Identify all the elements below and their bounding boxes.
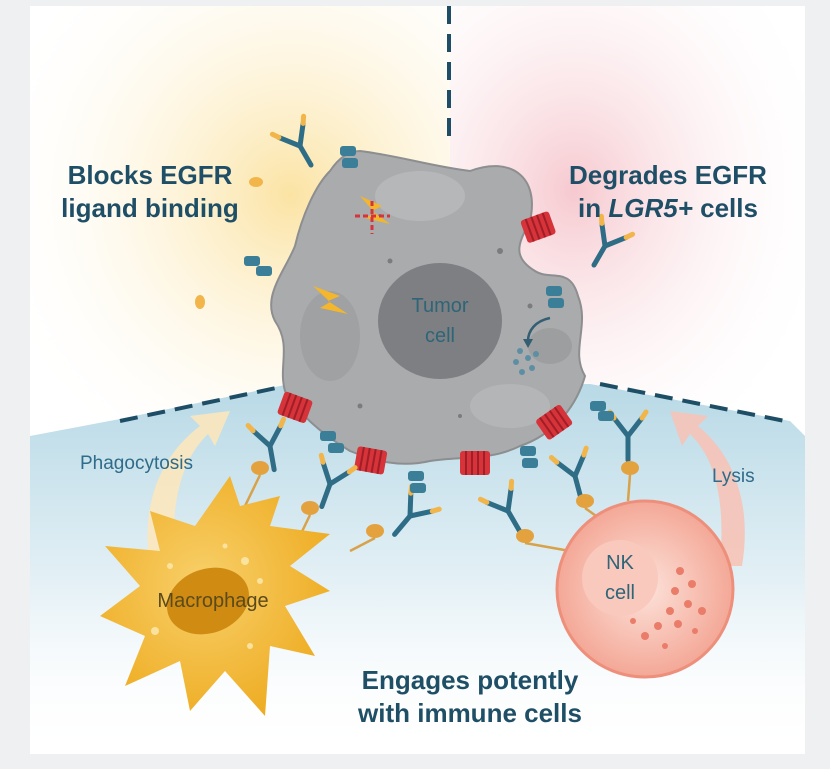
macrophage bbox=[100, 476, 330, 716]
nk-label-line1: NK bbox=[606, 552, 634, 574]
lgr5-marker-text: LGR5+ bbox=[608, 193, 693, 223]
divider-left bbox=[119, 382, 296, 423]
antibodies bbox=[243, 113, 649, 553]
antibody-icon bbox=[548, 445, 589, 502]
heading-engages: Engages potently with immune cells bbox=[340, 664, 600, 730]
degraded-receptor-vesicles bbox=[513, 348, 539, 375]
lysis-arrow bbox=[670, 411, 745, 566]
phagocytosis-label: Phagocytosis bbox=[80, 453, 194, 474]
egfr-receptor bbox=[460, 451, 490, 475]
antibody-icon bbox=[318, 452, 358, 510]
egfr-receptor bbox=[354, 446, 388, 475]
heading-blocks-line1: Blocks EGFR bbox=[67, 160, 233, 190]
tumor-label-line1: Tumor bbox=[411, 295, 469, 317]
heading-degrades: Degrades EGFR in LGR5+ cells bbox=[558, 159, 778, 225]
ligand-icon bbox=[195, 295, 205, 309]
egfr-receptor bbox=[520, 211, 556, 243]
nk-cell-label: NK cell bbox=[590, 548, 650, 608]
ligand-bolt-icon bbox=[313, 286, 348, 314]
tumor-nucleus bbox=[378, 263, 502, 379]
macrophage-nucleus bbox=[167, 567, 249, 635]
egfr-receptors bbox=[277, 211, 573, 475]
antibody-icon bbox=[591, 213, 636, 268]
heading-degrades-line2: in LGR5+ cells bbox=[558, 192, 778, 225]
fc-receptor-icon bbox=[251, 461, 639, 543]
nk-label-line2: cell bbox=[604, 582, 635, 604]
ligand-icon bbox=[249, 177, 263, 187]
blocked-binding-icon bbox=[355, 201, 390, 234]
egf-ligands bbox=[195, 177, 390, 314]
tumor-cell-label: Tumor cell bbox=[385, 291, 495, 351]
heading-blocks-line2: ligand binding bbox=[61, 193, 239, 223]
heading-blocks: Blocks EGFR ligand binding bbox=[50, 159, 250, 225]
lgr5-binder-icon bbox=[244, 146, 614, 493]
tumor-label-line2: cell bbox=[424, 325, 455, 347]
macrophage-label: Macrophage bbox=[157, 590, 269, 612]
nk-cell-nucleus bbox=[582, 540, 658, 616]
nk-cell bbox=[555, 499, 735, 679]
egfr-receptor bbox=[277, 391, 313, 423]
antibody-icon bbox=[245, 416, 287, 473]
heading-engages-line2: with immune cells bbox=[358, 698, 582, 728]
tumor-cell bbox=[270, 149, 587, 465]
egfr-receptor bbox=[536, 404, 573, 440]
lysis-label: Lysis bbox=[712, 466, 755, 487]
heading-degrades-prefix: in bbox=[578, 193, 609, 223]
heading-degrades-line1: Degrades EGFR bbox=[569, 160, 767, 190]
figure-frame: Blocks EGFR ligand binding Degrades EGFR… bbox=[30, 6, 805, 754]
heading-engages-line1: Engages potently bbox=[361, 665, 579, 695]
heading-degrades-suffix: cells bbox=[692, 193, 758, 223]
nk-granules bbox=[630, 567, 706, 649]
antibody-icon bbox=[477, 478, 523, 535]
antibody-icon bbox=[269, 113, 314, 168]
divider-right bbox=[599, 382, 786, 423]
